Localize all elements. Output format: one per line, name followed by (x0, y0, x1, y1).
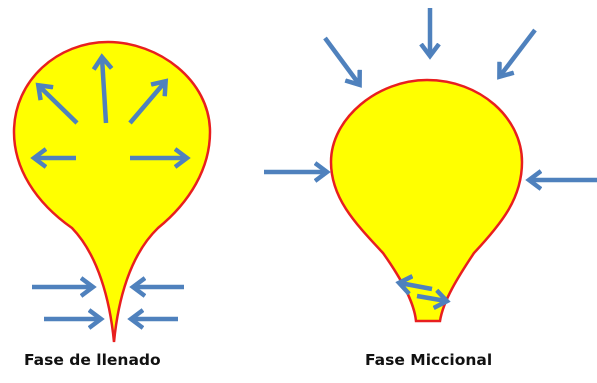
caption-filling-phase: Fase de llenado (24, 351, 161, 369)
arrow-filling-up-right-icon (128, 82, 165, 125)
arrow-voiding-top-left-icon (323, 36, 359, 84)
bladder-filling-shape (12, 40, 212, 343)
arrow-voiding-top-right-icon (500, 28, 537, 76)
arrow-filling-up-left-icon (39, 86, 79, 125)
bladder-voiding-shape (329, 78, 524, 323)
arrow-voiding-neck-down-icon (416, 296, 446, 301)
caption-voiding-phase: Fase Miccional (365, 351, 493, 369)
arrow-voiding-neck-out-icon (400, 283, 433, 289)
arrow-filling-up-icon (102, 58, 106, 124)
